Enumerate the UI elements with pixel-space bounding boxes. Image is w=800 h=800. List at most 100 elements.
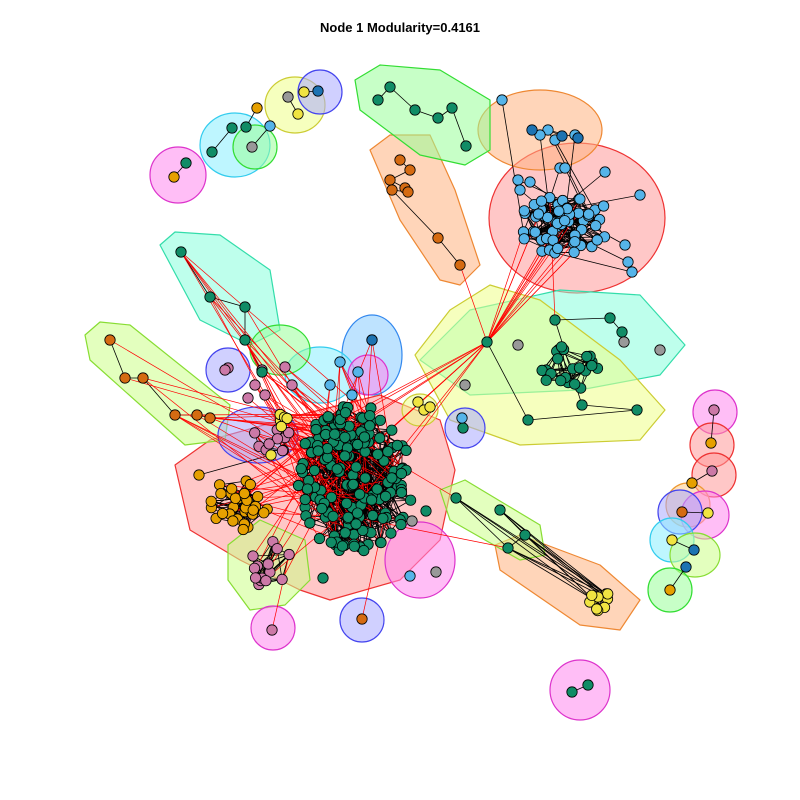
network-edge xyxy=(333,341,488,443)
graph-node xyxy=(375,536,387,549)
graph-node xyxy=(522,414,534,426)
graph-node xyxy=(206,146,218,158)
network-edge xyxy=(142,377,306,508)
graph-node xyxy=(249,427,261,439)
graph-node xyxy=(591,603,603,615)
graph-node xyxy=(586,589,598,601)
graph-node xyxy=(374,414,386,426)
network-edge xyxy=(455,497,607,595)
graph-node xyxy=(555,375,567,387)
network-edge xyxy=(459,264,488,343)
graph-node xyxy=(247,504,259,516)
graph-node xyxy=(518,233,530,245)
graph-node xyxy=(219,364,231,376)
graph-node xyxy=(215,487,227,500)
graph-node xyxy=(325,536,337,548)
graph-node xyxy=(247,550,259,562)
graph-node xyxy=(524,176,536,188)
graph-node xyxy=(502,542,514,554)
graph-node xyxy=(395,518,407,531)
network-edge xyxy=(256,485,299,567)
network-edge xyxy=(554,317,611,321)
graph-node xyxy=(616,326,628,338)
graph-node xyxy=(384,174,396,186)
graph-node xyxy=(432,232,444,244)
graph-node xyxy=(406,515,418,527)
graph-node xyxy=(529,226,541,238)
community-hull xyxy=(347,354,389,396)
community-hull xyxy=(384,521,456,599)
graph-node xyxy=(239,334,251,346)
graph-node xyxy=(310,423,322,436)
graph-node xyxy=(526,124,538,136)
graph-node xyxy=(535,195,548,207)
graph-node xyxy=(666,534,678,546)
community-hull xyxy=(549,659,611,721)
network-edge xyxy=(581,404,638,411)
graph-node xyxy=(331,463,343,475)
graph-node xyxy=(316,502,328,515)
network-edge xyxy=(486,231,524,343)
graph-node xyxy=(450,492,462,504)
graph-node xyxy=(348,540,360,552)
graph-node xyxy=(364,420,376,432)
graph-node xyxy=(304,517,316,529)
graph-node xyxy=(568,246,580,258)
network-edge xyxy=(305,507,509,549)
network-edge xyxy=(271,554,290,631)
graph-node xyxy=(686,477,698,489)
graph-node xyxy=(339,527,351,539)
graph-node xyxy=(512,339,524,351)
network-edge xyxy=(211,500,246,509)
graph-node xyxy=(404,494,417,506)
graph-node xyxy=(705,437,717,449)
graph-node xyxy=(654,344,666,356)
graph-node xyxy=(322,411,334,423)
network-edge xyxy=(486,341,529,421)
graph-node xyxy=(634,189,646,201)
network-edge xyxy=(354,341,488,508)
graph-node xyxy=(680,561,692,573)
graph-node xyxy=(619,239,631,251)
network-edge xyxy=(524,534,608,600)
community-hull xyxy=(439,479,546,561)
graph-node xyxy=(346,389,358,401)
graph-node xyxy=(459,379,471,391)
graph-node xyxy=(688,544,700,556)
graph-node xyxy=(312,85,324,97)
graph-node xyxy=(175,246,187,258)
network-edge xyxy=(180,251,371,417)
graph-node xyxy=(512,174,524,186)
graph-node xyxy=(412,396,424,408)
graph-node xyxy=(279,361,291,373)
graph-node xyxy=(321,442,333,455)
graph-node xyxy=(386,424,398,436)
graph-node xyxy=(227,515,239,527)
graph-node xyxy=(583,208,595,220)
network-edge xyxy=(437,237,461,266)
graph-node xyxy=(404,570,416,582)
graph-node xyxy=(676,506,688,518)
network-edge xyxy=(261,371,396,479)
graph-node xyxy=(446,102,458,114)
graph-node xyxy=(664,584,676,596)
graph-node xyxy=(386,184,398,196)
graph-node xyxy=(271,433,284,445)
graph-node xyxy=(706,465,718,477)
graph-node xyxy=(631,404,643,416)
graph-node xyxy=(540,374,552,386)
graph-node xyxy=(276,445,289,457)
network-edge xyxy=(486,251,543,343)
graph-node xyxy=(350,461,362,473)
graph-node xyxy=(240,121,252,133)
graph-node xyxy=(339,431,351,443)
graph-node xyxy=(708,404,720,416)
graph-node xyxy=(244,478,256,491)
graph-node xyxy=(379,490,392,502)
graph-node xyxy=(581,350,593,363)
graph-node xyxy=(377,512,389,525)
graph-node xyxy=(260,575,272,587)
graph-node xyxy=(246,141,258,153)
graph-node xyxy=(618,336,630,348)
